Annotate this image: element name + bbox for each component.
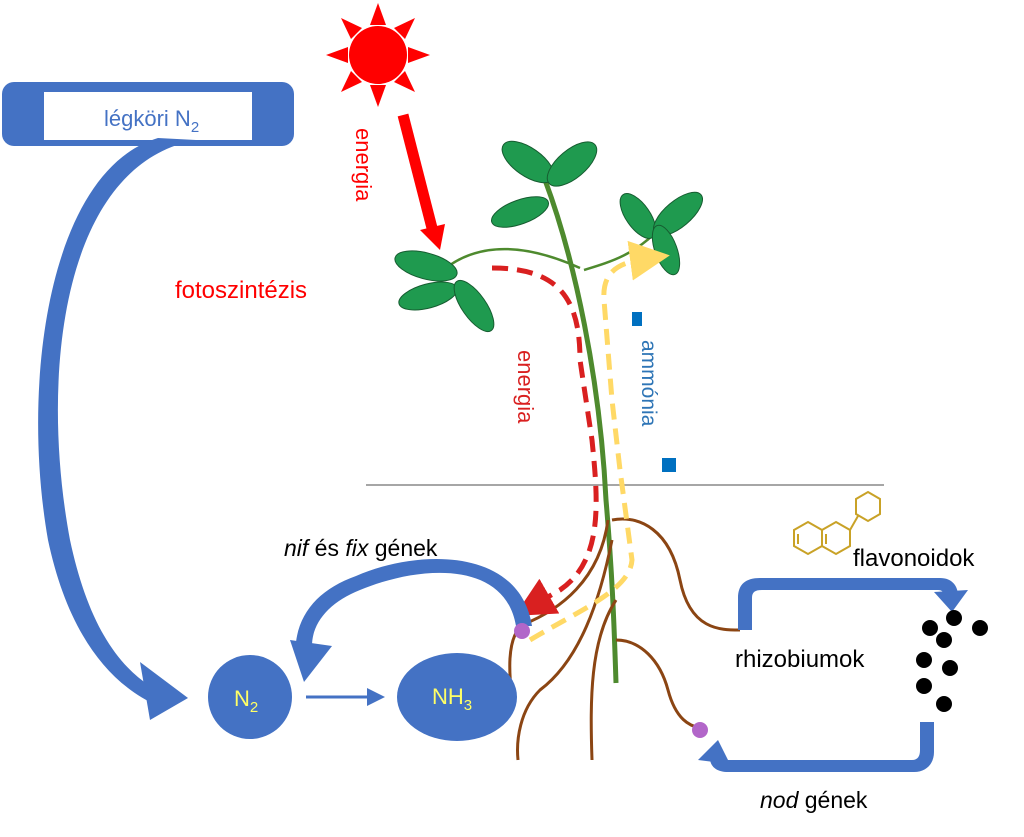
plant-stem (542, 179, 619, 684)
sun-icon (326, 3, 430, 107)
flavonoids-arrow (738, 578, 968, 630)
rhizobia-label: rhizobiumok (735, 646, 865, 673)
nh3-node-label: NH3 (432, 684, 472, 714)
flavonoid-structure-icon (793, 490, 881, 556)
ammonia-marker-bottom (662, 458, 676, 472)
flavonoids-label: flavonoidok (853, 545, 975, 572)
nif-fix-arrow (290, 558, 532, 682)
photosynthesis-label: fotoszintézis (175, 277, 307, 304)
nod-genes-arrow (698, 722, 934, 772)
energy-label-stem: energia (513, 350, 538, 424)
nh3-node (397, 653, 517, 741)
energy-label-sun: energia (351, 128, 376, 202)
rhizobia-dots (916, 610, 988, 712)
ammonia-label: ammónia (637, 340, 660, 427)
energy-arrow-sun (397, 113, 445, 250)
ammonia-arrow (528, 240, 670, 643)
atmospheric-n2-box (2, 82, 294, 146)
n2-node-label: N2 (234, 686, 258, 716)
nodule-dot-lower (692, 722, 708, 738)
ammonia-marker-top (632, 312, 642, 326)
nif-fix-genes-label: nif és fix gének (284, 535, 438, 561)
energy-arrow-stem (491, 265, 599, 616)
n2-node (208, 655, 292, 739)
nod-genes-label: nod gének (760, 787, 868, 813)
nodule-dot-upper (514, 623, 530, 639)
atmospheric-n2-label: légköri N2 (104, 106, 199, 136)
plant (394, 140, 703, 684)
roots (508, 517, 741, 761)
plant-branch-left (449, 247, 581, 270)
atmospheric-flow-arrow (38, 138, 196, 720)
